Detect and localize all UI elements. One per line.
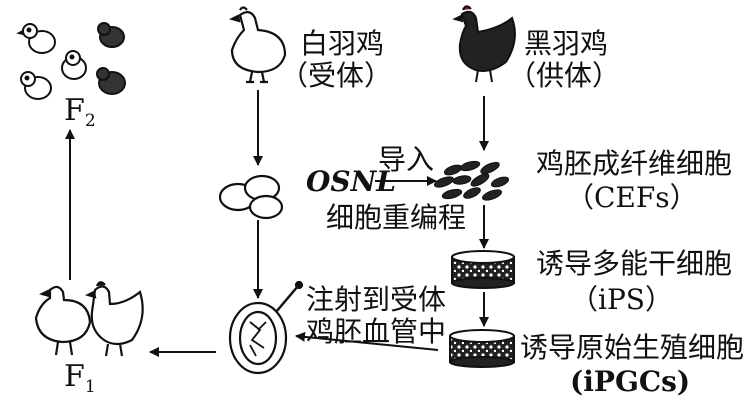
- f1-hen-icon: [34, 285, 92, 356]
- ipgcs-name-label: 诱导原始生殖细胞: [520, 331, 745, 364]
- inject-label-line2: 鸡胚血管中: [306, 315, 447, 348]
- import-label: 导入: [378, 143, 435, 176]
- f1-label: F1: [64, 359, 96, 397]
- recipient-label: （受体）: [280, 59, 393, 92]
- chick-black-icon: [96, 67, 126, 95]
- inject-label-line1: 注射到受体: [306, 283, 447, 316]
- ipgcs-abbr-label: (iPGCs): [570, 365, 691, 397]
- black-hen-icon: [452, 5, 516, 83]
- arrow-ipgcs-to-injection: [295, 331, 439, 351]
- ips-dish-icon: [451, 250, 515, 289]
- f2-label: F2: [64, 93, 96, 131]
- f2-chicks: [16, 22, 126, 100]
- ips-name-label: 诱导多能干细胞: [536, 247, 733, 280]
- ipgcs-dish-icon: [449, 329, 515, 368]
- f1-rooster-icon: [84, 281, 144, 357]
- black-hen-label: 黑羽鸡: [524, 27, 609, 60]
- cefs-abbr-label: （CEFs）: [566, 181, 698, 214]
- chick-white-icon: [16, 23, 56, 54]
- flow-arrows: [65, 90, 489, 357]
- white-hen-label: 白羽鸡: [300, 27, 385, 60]
- white-hen-icon: [228, 6, 287, 84]
- embryo-injection-icon: [228, 280, 304, 375]
- cefs-name-label: 鸡胚成纤维细胞: [536, 147, 733, 180]
- cefs-cells-icon: [434, 160, 510, 201]
- embryo-eggs-icon: [218, 174, 284, 220]
- osnl-label: OSNL: [306, 165, 396, 198]
- chick-black-icon: [97, 22, 125, 48]
- chick-white-icon: [61, 50, 87, 80]
- ips-abbr-label: （iPS）: [570, 283, 673, 316]
- donor-label: （供体）: [508, 59, 621, 92]
- reprogram-label: 细胞重编程: [326, 201, 467, 234]
- chick-white-icon: [20, 71, 52, 100]
